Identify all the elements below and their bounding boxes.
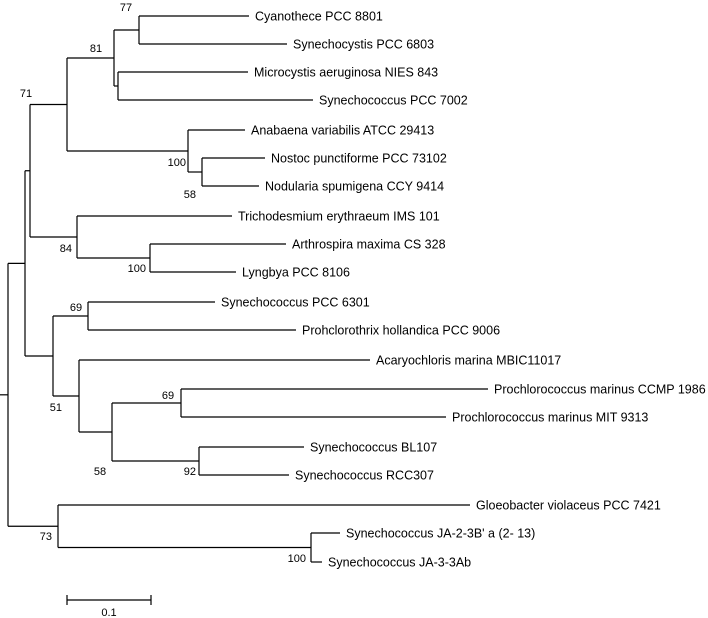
scale-bar: 0.1 (66, 595, 152, 618)
taxon-label-prohclorothrix-hollandica-pcc-9006: Prohclorothrix hollandica PCC 9006 (302, 324, 500, 338)
bootstrap-value: 100 (168, 157, 186, 169)
taxon-label-synechococcus-pcc-6301: Synechococcus PCC 6301 (221, 296, 370, 310)
taxon-label-arthrospira-maxima-cs-328: Arthrospira maxima CS 328 (292, 238, 446, 252)
bootstrap-value: 100 (288, 553, 306, 565)
taxon-label-cyanothece-pcc-8801: Cyanothece PCC 8801 (255, 10, 383, 24)
tree-branches (0, 15, 488, 563)
taxon-label-microcystis-aeruginosa-nies-843: Microcystis aeruginosa NIES 843 (254, 66, 438, 80)
taxon-label-lyngbya-pcc-8106: Lyngbya PCC 8106 (242, 266, 350, 280)
bootstrap-value: 51 (50, 402, 62, 414)
taxon-label-anabaena-variabilis-atcc-29413: Anabaena variabilis ATCC 29413 (251, 124, 434, 138)
bootstrap-value: 69 (70, 302, 82, 314)
bootstrap-value: 71 (20, 88, 32, 100)
bootstrap-value: 58 (94, 466, 106, 478)
taxon-label-prochlorococcus-marinus-ccmp-1986: Prochlorococcus marinus CCMP 1986 (494, 383, 706, 397)
bootstrap-value: 73 (40, 531, 52, 543)
taxon-label-acaryochloris-marina-mbic11017: Acaryochloris marina MBIC11017 (376, 354, 561, 368)
taxon-label-nostoc-punctiforme-pcc-73102: Nostoc punctiforme PCC 73102 (271, 152, 447, 166)
bootstrap-value: 69 (162, 390, 174, 402)
bootstrap-value: 92 (184, 466, 196, 478)
taxon-label-prochlorococcus-marinus-mit-9313: Prochlorococcus marinus MIT 9313 (452, 411, 648, 425)
bootstrap-values: 77 81 58 100 100 84 71 69 69 92 58 51 100 73 (20, 2, 306, 565)
taxon-label-synechococcus-ja-3-3ab: Synechococcus JA-3-3Ab (328, 556, 471, 570)
bootstrap-value: 58 (184, 189, 196, 201)
taxon-label-synechococcus-bl107: Synechococcus BL107 (310, 441, 437, 455)
bootstrap-value: 77 (120, 2, 132, 14)
bootstrap-value: 84 (60, 243, 72, 255)
scale-bar-label: 0.1 (101, 607, 116, 618)
taxon-label-synechococcus-ja-2-3b-a: Synechococcus JA-2-3B' a (2- 13) (346, 527, 535, 541)
taxon-label-synechocystis-pcc-6803: Synechocystis PCC 6803 (293, 38, 434, 52)
taxon-label-trichodesmium-erythraeum-ims-101: Trichodesmium erythraeum IMS 101 (238, 210, 440, 224)
taxon-label-gloeobacter-violaceus-pcc-7421: Gloeobacter violaceus PCC 7421 (476, 499, 661, 513)
taxon-label-nodularia-spumigena-ccy-9414: Nodularia spumigena CCY 9414 (265, 180, 444, 194)
bootstrap-value: 81 (90, 43, 102, 55)
bootstrap-value: 100 (128, 263, 146, 275)
taxon-label-synechococcus-rcc307: Synechococcus RCC307 (295, 469, 434, 483)
taxon-label-synechococcus-pcc-7002: Synechococcus PCC 7002 (319, 94, 468, 108)
